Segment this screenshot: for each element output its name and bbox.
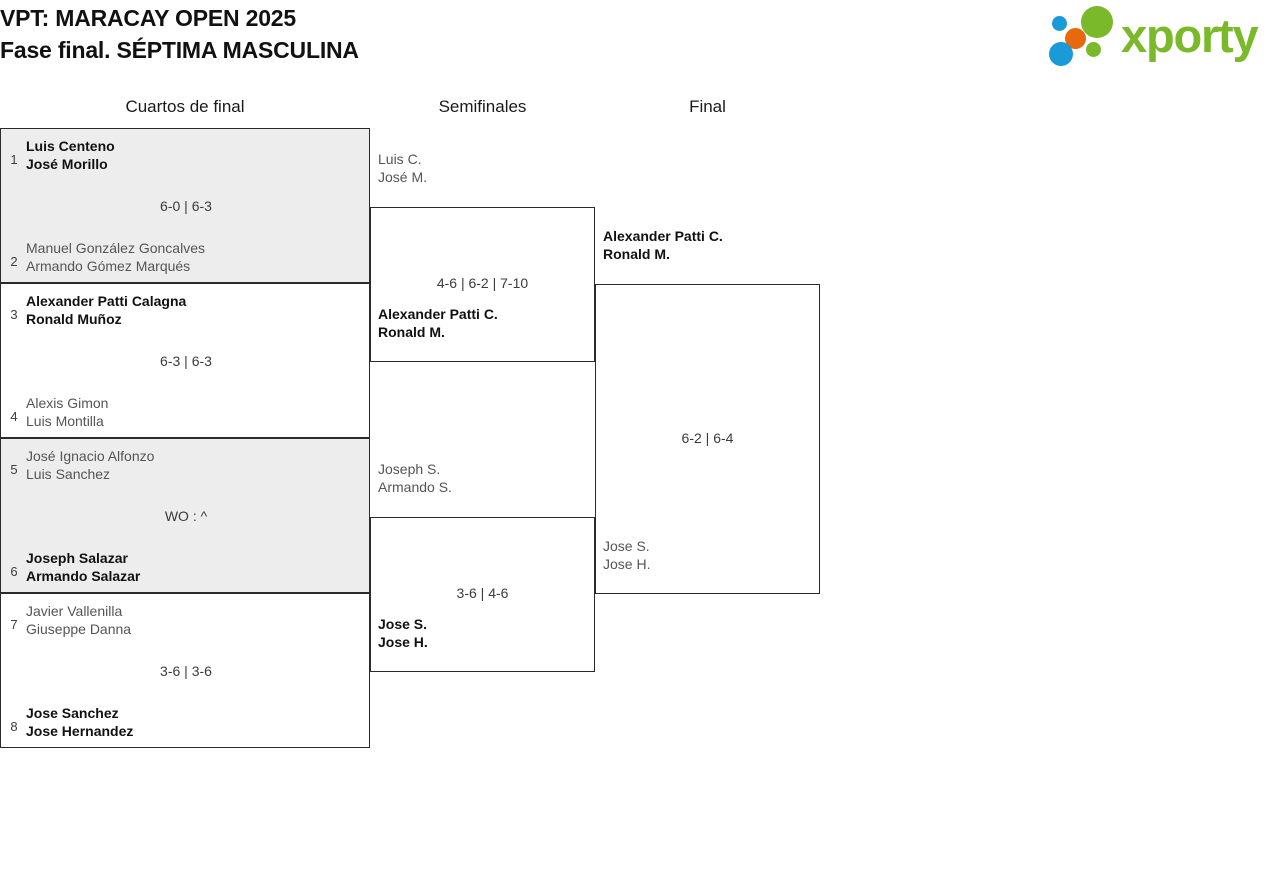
team-name: Alexis Gimon Luis Montilla — [26, 395, 109, 429]
match-score: 6-2 | 6-4 — [681, 430, 734, 446]
team-name: Javier Vallenilla Giuseppe Danna — [26, 603, 132, 637]
team-name: Jose Sanchez Jose Hernandez — [26, 705, 134, 739]
team-name: José Ignacio Alfonzo Luis Sanchez — [26, 448, 155, 482]
semifinal-match[interactable]: 3-6 | 4-6 — [370, 516, 595, 672]
match-score: 6-3 | 6-3 — [160, 353, 212, 369]
logo-dot-blue-top — [1052, 16, 1067, 31]
quarterfinal-match[interactable]: 5 José Ignacio Alfonzo Luis Sanchez WO : ^… — [0, 438, 370, 593]
seed-number: 5 — [10, 462, 18, 477]
team-name: Manuel González Goncalves Armando Gómez … — [26, 240, 205, 274]
team-name: Alexander Patti Calagna Ronald Muñoz — [26, 293, 187, 327]
logo-dots — [1049, 4, 1125, 68]
match-score: 6-0 | 6-3 — [160, 198, 212, 214]
logo-dot-orange — [1065, 28, 1086, 49]
page-title: VPT: MARACAY OPEN 2025 Fase final. SÉPTI… — [0, 5, 359, 63]
match-score: 3-6 | 4-6 — [456, 585, 509, 601]
advancing-team-name: Jose S. Jose H. — [378, 615, 428, 650]
seed-number: 7 — [10, 617, 18, 632]
round-header-quarterfinals: Cuartos de final — [125, 97, 245, 116]
team-name: Luis Centeno José Morillo — [26, 138, 115, 172]
logo-dot-blue-bottom — [1049, 42, 1073, 66]
advancing-team-name: Alexander Patti C. Ronald M. — [603, 228, 723, 262]
match-score: 3-6 | 3-6 — [160, 663, 212, 679]
semifinal-match[interactable]: 4-6 | 6-2 | 7-10 — [370, 206, 595, 362]
seed-number: 8 — [10, 719, 18, 734]
match-score: WO : ^ — [164, 508, 208, 524]
advancing-team-name: Alexander Patti C. Ronald M. — [378, 305, 498, 340]
logo-dot-green-large — [1081, 6, 1113, 38]
final-match[interactable]: 6-2 | 6-4 — [595, 284, 820, 594]
round-header-final: Final — [689, 97, 726, 116]
logo-dot-green-small — [1086, 42, 1101, 57]
logo-wordmark: xporty — [1121, 9, 1259, 62]
seed-number: 4 — [10, 409, 18, 424]
quarterfinal-match[interactable]: 1 Luis Centeno José Morillo 6-0 | 6-3 2 Manu… — [0, 128, 370, 283]
quarterfinal-match[interactable]: 7 Javier Vallenilla Giuseppe Danna 3-6 | 3… — [0, 593, 370, 748]
team-name: Joseph Salazar Armando Salazar — [26, 550, 141, 584]
xporty-logo: xporty — [1049, 4, 1275, 68]
seed-number: 2 — [10, 254, 18, 269]
advancing-team-name: Luis C. José M. — [378, 150, 428, 185]
round-header-semifinals: Semifinales — [438, 97, 527, 116]
seed-number: 1 — [10, 152, 18, 167]
advancing-team-name: Jose S. Jose H. — [603, 538, 651, 572]
quarterfinal-match[interactable]: 3 Alexander Patti Calagna Ronald Muñoz 6-3… — [0, 283, 370, 438]
seed-number: 3 — [10, 307, 18, 322]
match-score: 4-6 | 6-2 | 7-10 — [436, 275, 529, 291]
advancing-team-name: Joseph S. Armando S. — [378, 460, 452, 495]
seed-number: 6 — [10, 564, 18, 579]
